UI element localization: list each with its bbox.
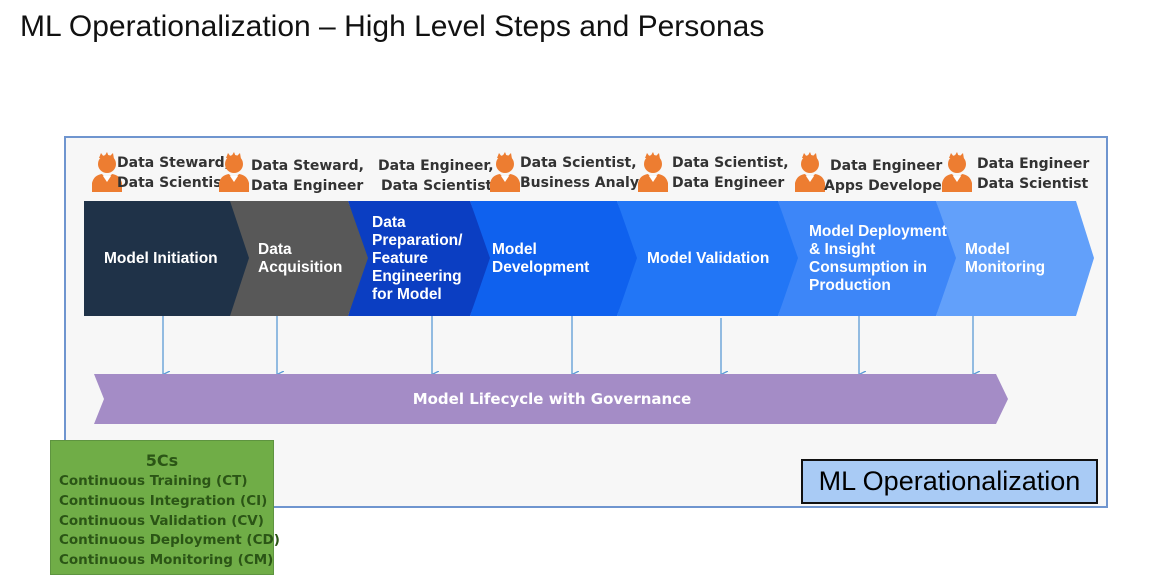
persona-group: Data Engineer Data Scientist [940,150,1089,192]
persona-label-line2: Data Scientist [977,176,1089,192]
stage-label: Data Preparation/ Feature Engineering fo… [372,213,463,303]
person-icon [638,152,668,192]
stage-chevron-shape [778,201,956,316]
stage-label: Model Initiation [104,249,218,267]
persona-label-line2: Apps Developer [824,178,949,194]
persona-label-line2: Data Engineer [672,175,785,191]
persona-label-line1: Data Scientist, [520,155,637,171]
stage-data-acquisition: Data Acquisition [229,201,371,316]
lifecycle-label: Model Lifecycle with Governance [412,390,692,408]
five-cs-item: Continuous Integration (CI) [59,493,268,509]
stage-model-monitoring: Model Monitoring [936,201,1096,316]
stage-chevron-shape [229,201,368,316]
stage-chevron-shape [470,201,637,316]
persona-label-line1: Data Steward, [251,158,364,174]
stage-label: Model Monitoring [965,240,1046,276]
five-cs-item: Continuous Validation (CV) [59,513,264,529]
persona-label-line2: Business Analyst [520,175,654,191]
five-cs-item: Continuous Training (CT) [59,473,248,489]
person-icon [795,152,825,192]
person-icon [942,152,972,192]
persona-group: Data Steward, Data Engineer [217,150,364,194]
stage-label: Model Deployment & Insight Consumption i… [809,222,947,294]
persona-label-line1: Data Engineer, [378,158,494,174]
stage-label: Data Acquisition [258,240,343,276]
five-cs-heading: 5Cs [145,451,179,470]
persona-label-line1: Data Engineer [977,156,1090,172]
stage-chevron-shape [84,201,249,316]
page-title: ML Operationalization – High Level Steps… [20,10,765,43]
person-icon [92,152,122,192]
persona-group: Data Steward, Data Scientist [90,150,230,192]
stage-label: Model Validation [647,249,770,267]
lifecycle-shape [94,374,1008,424]
persona-group: Data Engineer Apps Developer [793,150,949,194]
persona-group: Data Scientist, Data Engineer [636,150,789,192]
stage-label: Model Development [492,240,590,276]
persona-label-line1: Data Scientist, [672,155,789,171]
persona-group: Data Engineer, Data Scientist [378,150,494,194]
stage-model-deployment: Model Deployment & Insight Consumption i… [778,201,958,316]
persona-label-line2: Data Engineer [251,178,364,194]
lifecycle-banner: Model Lifecycle with Governance [94,374,1010,424]
five-cs-item: Continuous Monitoring (CM) [59,552,274,568]
persona-label-line2: Data Scientist [381,178,493,194]
persona-label-line1: Data Steward, [117,155,230,171]
stage-chevron-shape [617,201,798,316]
stage-chevron-shape [936,201,1094,316]
five-cs-box: 5Cs Continuous Training (CT) Continuous … [50,440,280,575]
persona-group: Data Scientist, Business Analyst [488,150,654,192]
person-icon [219,152,249,192]
persona-label-line2: Data Scientist [117,175,229,191]
persona-label-line1: Data Engineer [830,158,943,174]
ml-operationalization-badge: ML Operationalization [801,459,1098,504]
stage-model-initiation: Model Initiation [84,201,254,316]
person-icon [490,152,520,192]
stage-model-validation: Model Validation [617,201,800,316]
five-cs-item: Continuous Deployment (CD) [59,532,280,548]
stage-data-preparation: Data Preparation/ Feature Engineering fo… [348,201,493,316]
stage-model-development: Model Development [470,201,640,316]
stage-chevron-shape [348,201,490,316]
